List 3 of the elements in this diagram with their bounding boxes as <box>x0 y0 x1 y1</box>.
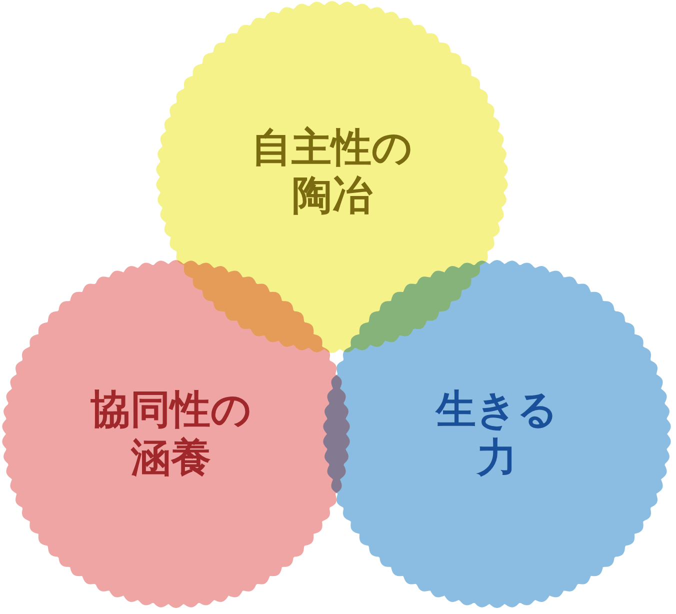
circle-label: 協同性の涵養 <box>90 386 252 482</box>
circle-label: 自主性の陶冶 <box>250 124 414 220</box>
circle-label: 生きる力 <box>435 386 559 482</box>
